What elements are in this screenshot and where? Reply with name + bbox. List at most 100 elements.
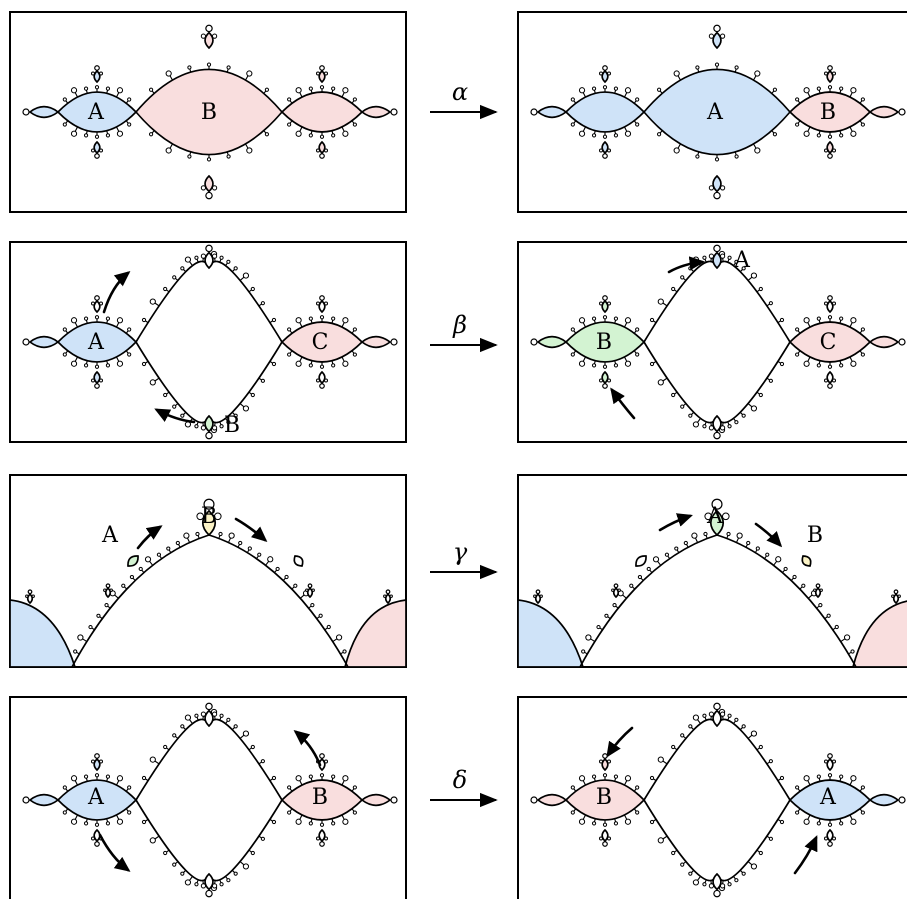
julia-branch <box>716 534 857 668</box>
julia-lobe <box>280 91 364 133</box>
curved-arrow-icon <box>658 513 693 532</box>
julia-bud <box>204 174 214 193</box>
curved-arrow-icon <box>793 835 818 875</box>
operator-label: δ <box>453 766 467 794</box>
panel-beta-right: A B C <box>517 241 907 443</box>
curved-arrow-icon <box>154 408 196 424</box>
region-label-a: A <box>819 785 837 810</box>
region-label-b: B <box>201 504 217 529</box>
julia-end-lobe <box>28 793 60 807</box>
region-label-b: B <box>224 413 240 438</box>
region-label-a: A <box>733 248 751 273</box>
operator-label: α <box>452 78 468 106</box>
julia-end-lobe <box>536 793 568 807</box>
julia-bud <box>712 709 722 728</box>
julia-branch <box>135 718 210 801</box>
julia-bud <box>635 555 647 567</box>
julia-end-lobe <box>28 335 60 349</box>
julia-bud <box>104 587 112 599</box>
julia-lobe <box>280 779 364 821</box>
julia-end-lobe <box>868 105 900 119</box>
curved-arrow-icon <box>754 522 783 548</box>
julia-end-lobe <box>536 105 568 119</box>
region-label-b: B <box>596 330 612 355</box>
julia-bud <box>26 593 34 605</box>
julia-bud <box>201 509 217 537</box>
julia-bud <box>204 709 214 728</box>
region-label-b: B <box>807 523 823 548</box>
operator-label: γ <box>453 538 468 566</box>
julia-branch <box>643 341 718 424</box>
julia-bud <box>612 587 620 599</box>
julia-branch <box>579 534 718 668</box>
julia-end-lobe <box>28 105 60 119</box>
curved-arrow-icon <box>102 271 131 314</box>
julia-bud <box>601 828 609 843</box>
julia-bud <box>293 555 304 567</box>
julia-bud <box>826 370 834 385</box>
region-label-b: B <box>596 785 612 810</box>
curved-arrow-icon <box>667 256 706 274</box>
operator-label: β <box>452 311 467 339</box>
julia-bud <box>93 828 101 843</box>
julia-bud <box>601 69 609 84</box>
curved-arrow-icon <box>610 387 636 420</box>
julia-lobe <box>343 599 407 668</box>
julia-bud <box>93 757 101 772</box>
julia-bud <box>93 140 101 155</box>
julia-bud <box>892 593 900 605</box>
julia-bud <box>826 299 834 314</box>
julia-bud <box>318 757 326 772</box>
julia-lobe <box>788 321 872 363</box>
julia-branch <box>71 534 210 668</box>
curved-arrow-icon <box>234 517 268 543</box>
julia-bud <box>93 370 101 385</box>
julia-bud <box>204 251 214 270</box>
region-label-a: A <box>706 504 724 529</box>
julia-bud <box>826 69 834 84</box>
julia-bud <box>318 370 326 385</box>
julia-bud <box>384 593 392 605</box>
julia-end-lobe <box>360 335 392 349</box>
region-label-b: B <box>201 100 217 125</box>
julia-bud <box>318 828 326 843</box>
operator-beta: β <box>430 311 498 353</box>
curved-arrow-icon <box>293 730 322 767</box>
region-label-c: C <box>820 330 837 355</box>
julia-lobe <box>280 321 364 363</box>
panel-gamma-left: AB <box>9 474 407 668</box>
julia-end-lobe <box>868 793 900 807</box>
region-label-a: A <box>706 100 724 125</box>
julia-lobe <box>564 91 646 133</box>
julia-bud <box>712 872 722 891</box>
curved-arrow-icon <box>98 833 131 872</box>
julia-bud <box>601 140 609 155</box>
julia-bud <box>712 31 722 50</box>
julia-end-lobe <box>360 105 392 119</box>
operator-gamma: γ <box>430 538 498 580</box>
region-label-a: A <box>101 523 119 548</box>
julia-bud <box>712 251 722 270</box>
julia-bud <box>601 757 609 772</box>
julia-bud <box>534 593 542 605</box>
julia-lobe <box>788 779 872 821</box>
julia-branch <box>643 799 718 882</box>
julia-lobe <box>9 599 77 668</box>
julia-bud <box>826 828 834 843</box>
julia-end-lobe <box>536 335 568 349</box>
julia-bud <box>204 872 214 891</box>
panel-beta-left: ABC <box>9 241 407 443</box>
julia-branch <box>208 534 349 668</box>
julia-branch <box>135 799 210 882</box>
julia-end-lobe <box>360 793 392 807</box>
julia-branch <box>135 341 210 424</box>
region-label-b: B <box>312 785 328 810</box>
julia-bud <box>318 299 326 314</box>
julia-bud <box>801 555 812 567</box>
